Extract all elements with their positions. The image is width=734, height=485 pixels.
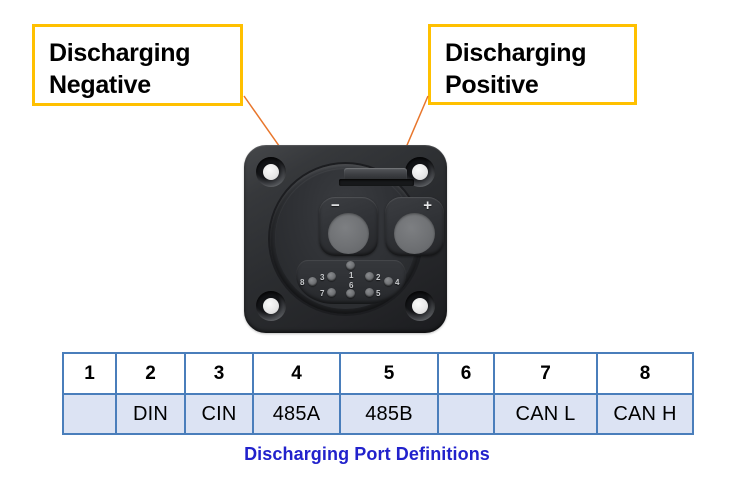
table-value-cell-4: 485A bbox=[252, 393, 341, 435]
connector-face: − + 1 2 3 bbox=[270, 164, 444, 314]
discharging-port-connector: − + 1 2 3 bbox=[244, 145, 447, 333]
mounting-hole-bottom-right bbox=[405, 291, 435, 321]
pin-socket-4 bbox=[384, 277, 393, 286]
table-value-cell-2: DIN bbox=[115, 393, 186, 435]
negative-terminal: − bbox=[319, 197, 378, 256]
table-header-cell-5: 5 bbox=[339, 352, 439, 395]
table-value-cell-7: CAN L bbox=[493, 393, 598, 435]
pin-socket-8 bbox=[308, 277, 317, 286]
table-header-cell-3: 3 bbox=[184, 352, 254, 395]
table-header-cell-7: 7 bbox=[493, 352, 598, 395]
pin-label-3: 3 bbox=[320, 273, 325, 282]
pin-label-6: 6 bbox=[349, 281, 354, 290]
table-value-cell-8: CAN H bbox=[596, 393, 694, 435]
keying-slot bbox=[339, 179, 414, 186]
table-row-pin-functions: DIN CIN 485A 485B CAN L CAN H bbox=[62, 393, 694, 435]
table-header-cell-4: 4 bbox=[252, 352, 341, 395]
table-caption: Discharging Port Definitions bbox=[244, 444, 490, 464]
callout-discharging-negative: Discharging Negative bbox=[32, 24, 243, 106]
mounting-hole-bottom-left bbox=[256, 291, 286, 321]
negative-terminal-bore bbox=[328, 213, 369, 254]
table-row-pin-numbers: 1 2 3 4 5 6 7 8 bbox=[62, 352, 694, 395]
minus-icon: − bbox=[331, 197, 340, 214]
pin-label-4: 4 bbox=[395, 278, 400, 287]
pin-socket-6 bbox=[346, 289, 355, 298]
plus-icon: + bbox=[423, 197, 432, 214]
callout-negative-line1: Discharging bbox=[49, 39, 191, 67]
pin-socket-7 bbox=[327, 288, 336, 297]
pin-label-5: 5 bbox=[376, 289, 381, 298]
table-header-cell-1: 1 bbox=[62, 352, 117, 395]
pin-socket-1 bbox=[346, 261, 355, 270]
signal-pin-cluster: 1 2 3 4 5 6 7 8 bbox=[296, 260, 406, 304]
connector-body: − + 1 2 3 bbox=[244, 145, 447, 333]
pin-socket-3 bbox=[327, 272, 336, 281]
table-header-cell-8: 8 bbox=[596, 352, 694, 395]
pin-label-7: 7 bbox=[320, 289, 325, 298]
mounting-hole-top-right bbox=[405, 157, 435, 187]
table-header-cell-2: 2 bbox=[115, 352, 186, 395]
callout-discharging-positive: Discharging Positive bbox=[428, 24, 637, 105]
connector-face-inner: − + 1 2 3 bbox=[275, 168, 444, 309]
table-value-cell-1 bbox=[62, 393, 117, 435]
table-value-cell-5: 485B bbox=[339, 393, 439, 435]
table-header-cell-6: 6 bbox=[437, 352, 495, 395]
table-value-cell-3: CIN bbox=[184, 393, 254, 435]
mounting-hole-top-left bbox=[256, 157, 286, 187]
table-value-cell-6 bbox=[437, 393, 495, 435]
pin-label-2: 2 bbox=[376, 273, 381, 282]
pin-label-1: 1 bbox=[349, 271, 354, 280]
keying-tab bbox=[344, 168, 407, 180]
positive-terminal: + bbox=[385, 197, 444, 256]
pin-socket-2 bbox=[365, 272, 374, 281]
callout-positive-line1: Discharging bbox=[445, 39, 587, 67]
pin-label-8: 8 bbox=[300, 278, 305, 287]
callout-negative-line2: Negative bbox=[49, 71, 151, 99]
pin-socket-5 bbox=[365, 288, 374, 297]
positive-terminal-bore bbox=[394, 213, 435, 254]
discharging-port-definition-table: 1 2 3 4 5 6 7 8 DIN CIN 485A 485B CAN L … bbox=[62, 352, 694, 435]
callout-positive-line2: Positive bbox=[445, 71, 539, 99]
